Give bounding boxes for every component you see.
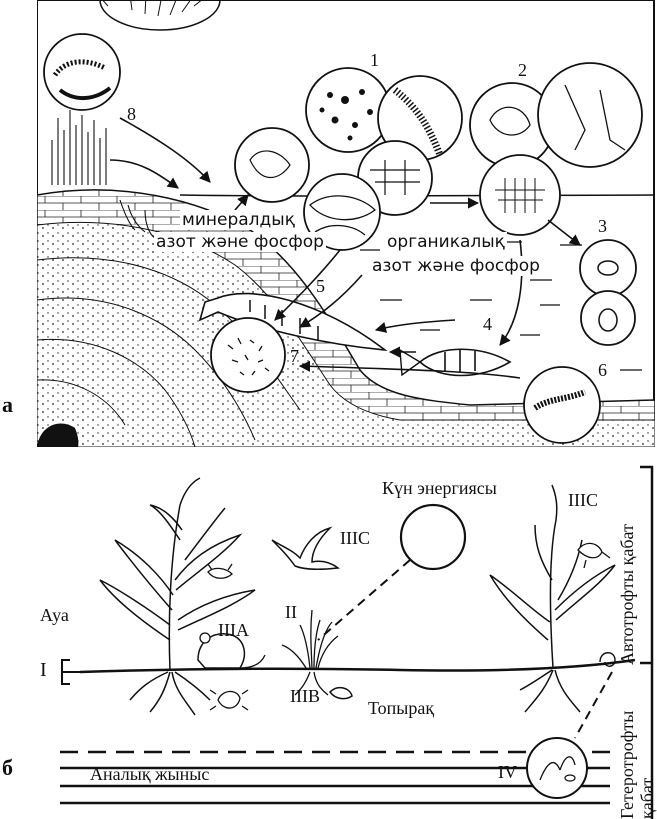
sun-circle [401, 505, 465, 569]
soil-worm [330, 688, 352, 699]
label-number-5: 5 [316, 276, 325, 297]
flying-bird [272, 528, 338, 569]
panel-b-letter: б [2, 755, 13, 781]
organic-label-line2: азот және фосфор [370, 256, 542, 276]
bedrock-label: Аналық жыныс [90, 764, 209, 785]
right-plant [490, 485, 615, 712]
bracket-I [62, 660, 80, 684]
perched-bird [578, 543, 610, 568]
air-label: Ауа [40, 605, 69, 626]
mineral-label-line2: азот және фосфор [154, 232, 326, 252]
level-IIIC-right-label: IIIC [568, 490, 598, 511]
circle-IV-decomposers [527, 738, 587, 798]
label-number-1: 1 [370, 50, 379, 71]
level-IIIC-bird-label: IIIC [340, 528, 370, 549]
autotroph-layer-label: Автотрофты қабат [617, 524, 638, 665]
circle-8-worm [44, 34, 120, 110]
insect-on-plant [208, 564, 232, 578]
heterotroph-layer-label-line1: Гетеротрофты [617, 711, 638, 819]
level-II-label: II [285, 602, 297, 623]
level-I-label: I [40, 659, 47, 682]
circle-6-larva [524, 367, 600, 443]
layer-bracket [640, 467, 652, 819]
soil-label: Топырақ [368, 698, 434, 719]
decomposer-link [575, 672, 612, 738]
level-IV-label: IV [498, 762, 517, 783]
label-number-3: 3 [598, 216, 607, 237]
heterotroph-layer-label-line2: қабат [637, 778, 657, 819]
label-number-2: 2 [518, 60, 527, 81]
label-number-4: 4 [483, 314, 492, 335]
circle-7-detritus [211, 318, 285, 392]
panel-a [37, 0, 655, 447]
soil-beetle [210, 690, 248, 710]
organic-label-line1: органикалық [385, 232, 507, 252]
panel-a-letter: а [2, 392, 13, 418]
level-IIIA-label: IIIA [218, 620, 249, 641]
sun-energy-label: Күн энергиясы [382, 478, 497, 499]
sun-ray-dashed [318, 560, 410, 640]
label-number-7: 7 [290, 346, 299, 367]
left-plant [100, 478, 255, 715]
label-number-8: 8 [127, 104, 136, 125]
label-number-6: 6 [598, 360, 607, 381]
level-IIIB-label: IIIB [290, 686, 320, 707]
mineral-label-line1: минералдық [180, 210, 297, 230]
